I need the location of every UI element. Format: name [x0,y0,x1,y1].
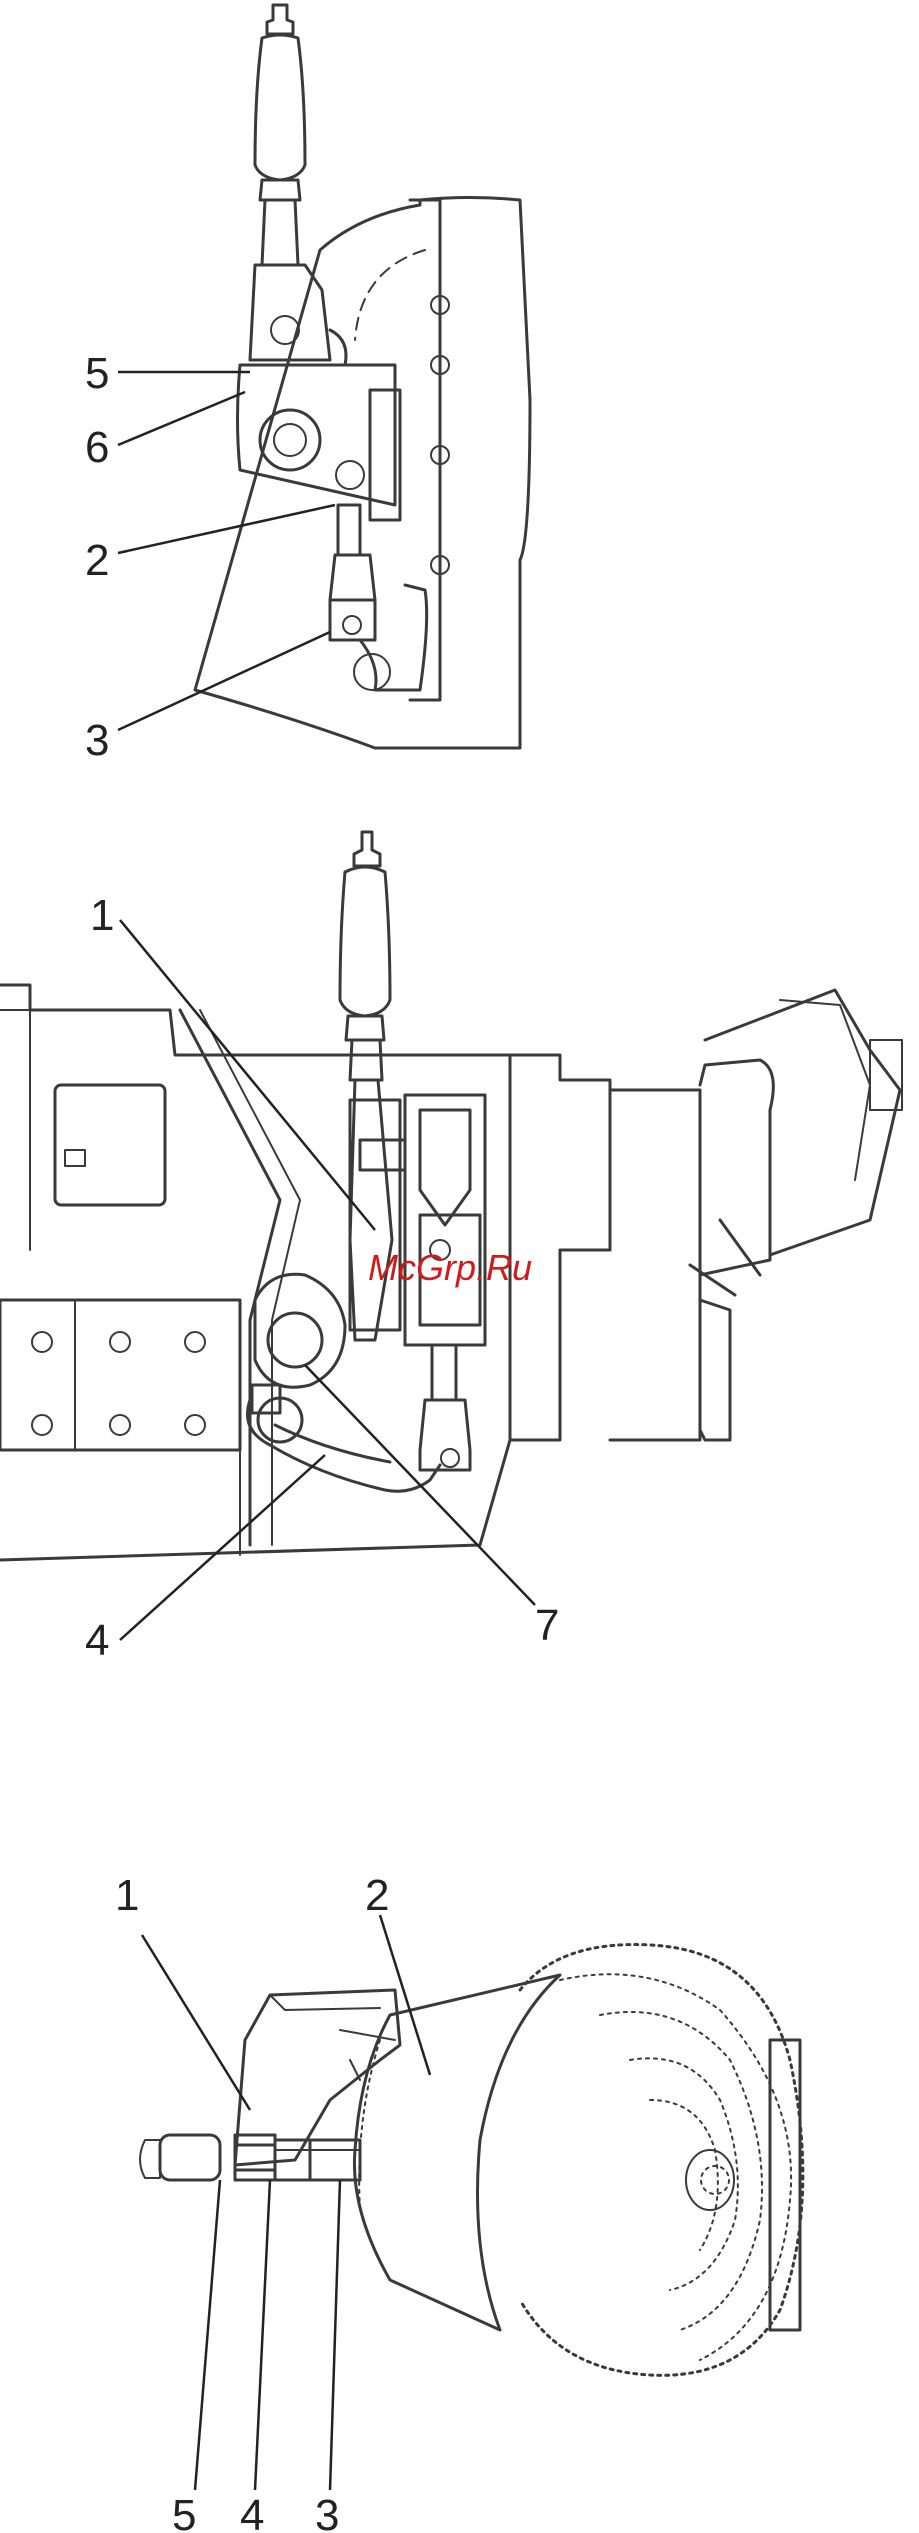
hub [686,2150,734,2210]
leader-4 [255,2180,270,2490]
hub-bore [701,2166,729,2194]
housing-outline [195,198,530,749]
nut-5-facets [235,2145,275,2170]
leader-5 [195,2180,220,2490]
drum-body [354,1975,560,2330]
pump-head [705,990,900,1255]
nut-5 [235,2135,275,2180]
callout-4: 4 [85,1616,109,1665]
plate-bolt [110,1332,130,1352]
rod-lower [338,505,360,555]
figure-middle-linkage-view: 1 4 7 McGrp.Ru [0,832,902,1665]
inspection-cover [55,1085,165,1205]
plate-bolt [185,1332,205,1352]
callout-4: 4 [240,2491,264,2533]
handle-grip [340,867,390,1016]
bolt-plate-base [0,1450,240,1555]
detent-cone [420,1110,470,1225]
lever-rod [350,1040,382,1080]
handle-knob [354,832,380,866]
selector-box [405,1095,485,1345]
callout-3: 3 [315,2491,339,2533]
drum-ring [630,2058,738,2290]
figure-bottom-pump-assembly: 1 2 5 4 3 [115,1871,803,2533]
rod-lower [432,1345,456,1400]
plate-bolt [185,1415,205,1435]
plate-bolt [32,1332,52,1352]
bracket-bore [260,410,320,470]
callout-2: 2 [85,536,109,585]
side-clip [330,330,346,365]
shaft-end [160,2135,220,2180]
leader-6 [118,392,245,445]
selector-body [250,265,330,360]
watermark: McGrp.Ru [368,1247,532,1288]
leader-3 [118,632,330,730]
leader-2 [118,505,335,553]
clevis-pin [441,1449,459,1467]
drum-ring [650,2100,718,2250]
drum-ring [560,1974,791,2360]
clevis-pin [343,616,361,634]
callout-7: 7 [535,1601,559,1650]
plate-bolt [32,1415,52,1435]
lever-shaft [350,1080,392,1340]
pivot-pin [271,316,299,344]
callout-2: 2 [365,1871,389,1920]
plate-bolt [110,1415,130,1435]
handle-grip [255,35,305,180]
leader-4 [120,1455,325,1640]
housing-edge [0,1010,30,1250]
figure-top-gear-lever-assembly: 5 6 2 3 [85,5,530,765]
handle-collar [260,180,300,200]
leader-1 [142,1935,250,2110]
leader-3 [330,2180,340,2490]
pump-neck [700,1300,730,1440]
selector-frame [350,1100,400,1330]
handle-knob [267,5,293,34]
leader-7 [305,1365,535,1605]
lever-rod [262,200,298,265]
callout-1: 1 [115,1871,139,1920]
shaft-bore [268,1313,322,1367]
callout-5: 5 [172,2491,196,2533]
clevis [330,555,375,640]
clevis [420,1400,470,1470]
leader-1 [120,920,375,1230]
bell-housing [610,1090,700,1440]
callout-6: 6 [85,423,109,472]
handle-collar [346,1016,384,1040]
callout-1: 1 [90,891,114,940]
hidden-contour [355,250,425,340]
housing-rib [180,1010,280,1545]
cover-tab [65,1150,85,1166]
shaft-tip [140,2140,160,2178]
leader-2 [380,1915,430,2075]
bracket-edge [270,1995,380,2010]
bracket-bolt [336,461,364,489]
bracket-bore-inner [274,424,306,456]
callout-3: 3 [85,716,109,765]
shaft-3 [310,2140,360,2180]
callout-5: 5 [85,349,109,398]
